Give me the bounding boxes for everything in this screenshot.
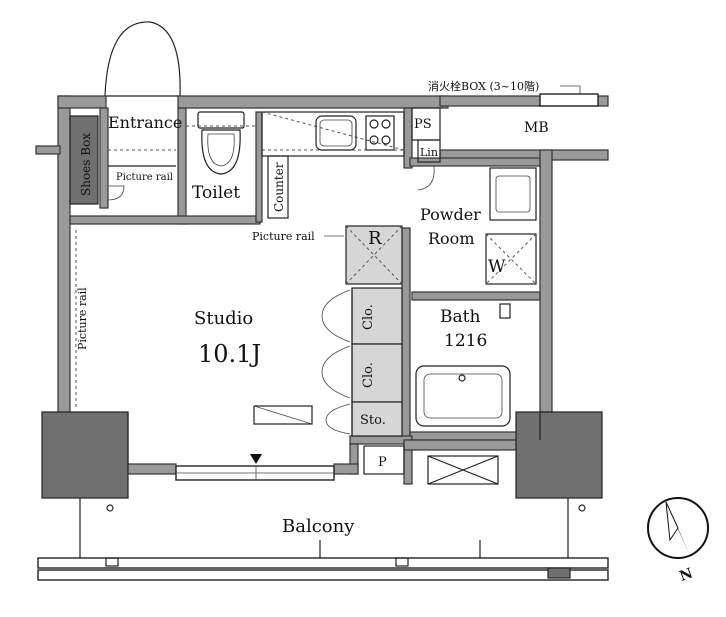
ps-label: PS bbox=[414, 117, 432, 132]
studio-size-label: 10.1J bbox=[198, 340, 261, 368]
pipe-space bbox=[363, 445, 405, 475]
stove-icon bbox=[365, 115, 395, 151]
linen-label: Lin bbox=[420, 146, 438, 159]
toilet-label: Toilet bbox=[192, 183, 240, 203]
ac-unit bbox=[427, 455, 499, 485]
picture-rail-entrance-label: Picture rail bbox=[116, 172, 173, 183]
mb-label: MB bbox=[524, 120, 549, 136]
shoes-box bbox=[69, 115, 99, 205]
bath-size-label: 1216 bbox=[444, 331, 487, 351]
entrance-door-swing bbox=[104, 21, 181, 97]
storage-label: Sto. bbox=[360, 413, 386, 428]
kitchen-counter bbox=[261, 111, 405, 157]
counter-label: Counter bbox=[272, 162, 286, 212]
washer-label: W bbox=[488, 257, 506, 277]
shoes-box-label: Shoes Box bbox=[79, 133, 93, 196]
washer-space bbox=[485, 233, 537, 285]
bath-label: Bath bbox=[440, 307, 480, 327]
studio-label: Studio bbox=[194, 308, 253, 329]
powder-room-label-line2: Room bbox=[428, 229, 474, 248]
picture-rail-mid-label: Picture rail bbox=[252, 230, 315, 243]
column-right bbox=[515, 411, 603, 499]
entrance-label: Entrance bbox=[108, 113, 182, 132]
fire-hydrant-box-label: 消火栓BOX (3~10階) bbox=[428, 79, 539, 93]
closet2-label: Clo. bbox=[361, 362, 376, 388]
powder-room-label-line1: Powder bbox=[420, 205, 481, 224]
balcony-window bbox=[175, 465, 335, 481]
fire-hydrant-box bbox=[539, 93, 599, 107]
closet1-label: Clo. bbox=[361, 304, 376, 330]
north-arrow-icon bbox=[647, 497, 709, 559]
balcony bbox=[37, 498, 609, 581]
sink-icon bbox=[315, 115, 357, 151]
toilet-fixture bbox=[186, 111, 256, 175]
balcony-label: Balcony bbox=[282, 516, 355, 537]
vanity bbox=[489, 167, 537, 221]
linen-closet bbox=[417, 139, 441, 163]
entry-marker-icon bbox=[250, 454, 262, 464]
floor-heating-vent bbox=[253, 405, 313, 425]
column-left bbox=[41, 411, 129, 499]
north-label: N bbox=[678, 565, 696, 584]
refrigerator-label: R bbox=[368, 228, 382, 249]
picture-rail-left-label: Picture rail bbox=[76, 287, 89, 350]
bathtub bbox=[415, 365, 511, 427]
pipe-label: P bbox=[378, 455, 387, 470]
closet-stack bbox=[321, 287, 403, 437]
exterior-walls bbox=[35, 95, 609, 485]
